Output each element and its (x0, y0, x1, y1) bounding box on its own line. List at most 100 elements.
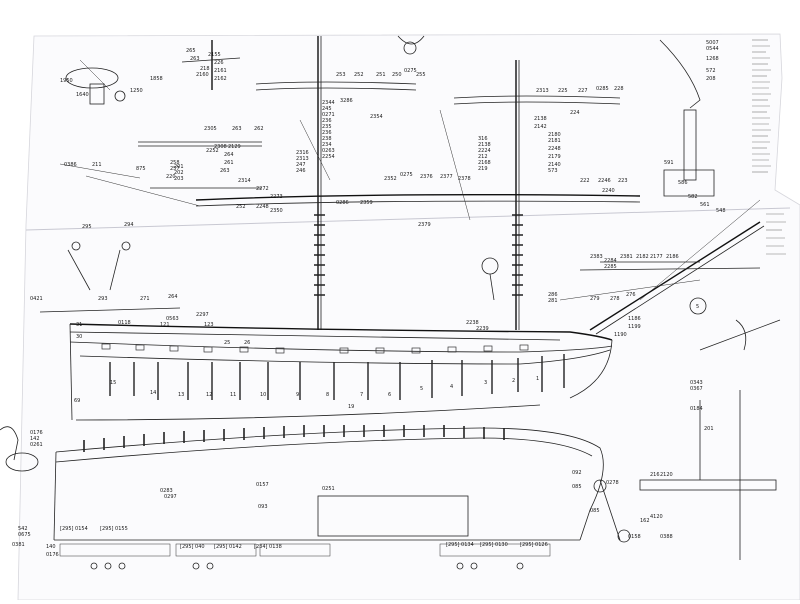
part-label-mid-center-cluster: 236 (322, 130, 332, 136)
part-label-left-side: 211 (92, 162, 102, 168)
part-label-bowsprit-area: 2182 (636, 254, 649, 260)
part-label-upper-mast-right: 225 (558, 88, 568, 94)
part-label-lower-yard-left: 2350 (270, 208, 283, 214)
part-label-mid-left-yard: 262 (254, 126, 264, 132)
part-label-mid-center-left: 246 (296, 168, 306, 174)
part-label-top-left: 1950 (60, 78, 73, 84)
part-label-bowsprit-area: 2177 (650, 254, 663, 260)
paper-sheet (17, 33, 800, 601)
part-label-left-side: 0421 (30, 296, 43, 302)
part-label-upper-mast-center: 250 (392, 72, 402, 78)
part-label-hull-lower: 13 (178, 392, 184, 398)
part-label-upper-mast-right: 227 (578, 88, 588, 94)
part-label-upper-mast-right: 2313 (536, 88, 549, 94)
part-label-upper-right-small: 2284 (604, 258, 617, 264)
part-label-mid-left-yard: 257 (170, 166, 180, 172)
part-label-upper-far-right: 572 (706, 68, 716, 74)
part-label-upper-far-right: 208 (706, 76, 716, 82)
part-label-bottom-row: 0176 (46, 552, 59, 558)
part-label-lower-yard-center: 0275 (400, 172, 413, 178)
paper-fold (25, 207, 791, 231)
part-label-hull-upper: 2297 (196, 312, 209, 318)
part-label-mid-right-cluster: 2140 (548, 162, 561, 168)
part-label-lower-yard-right: 223 (618, 178, 628, 184)
part-label-hull-lower: 8 (326, 392, 329, 398)
part-label-lower-yard-center: 2352 (384, 176, 397, 182)
part-label-lower-yard-left: 2272 (256, 186, 269, 192)
right-text-column (752, 39, 786, 255)
part-label-mid-right-cluster: 2180 (548, 132, 561, 138)
part-label-bowsprit-area: 2381 (620, 254, 633, 260)
part-label-mid-right-cluster: 2168 (478, 160, 491, 166)
part-label-upper-mast-right: 228 (614, 86, 624, 92)
part-label-mid-center-cluster: 238 (322, 136, 332, 142)
part-label-left-side: 875 (136, 166, 146, 172)
upper-hull (69, 323, 613, 421)
part-label-detail-marker: 5 (696, 304, 699, 310)
part-label-upper-right-small: 548 (716, 208, 726, 214)
part-label-mid-center-cluster: 234 (322, 142, 332, 148)
part-label-mid-center-cluster: 235 (322, 124, 332, 130)
part-label-lower-yard-left: 2314 (238, 178, 251, 184)
part-label-left-side: 201 (174, 164, 184, 170)
part-label-left-side: 295 (82, 224, 92, 230)
part-label-bottom-row: [295] 0154 (60, 526, 88, 532)
part-label-hull-lower: 19 (348, 404, 354, 410)
part-label-lower-yard-center: 2377 (440, 174, 453, 180)
part-label-hull-upper: 2238 (466, 320, 479, 326)
part-label-bottom-right: 0343 (690, 380, 703, 386)
part-label-bottom-row: 0381 (12, 542, 25, 548)
part-label-mid-center-cluster: 2344 (322, 100, 335, 106)
part-label-hull-upper: 26 (244, 340, 250, 346)
part-label-mid-right-cluster: 2248 (548, 146, 561, 152)
part-label-mid-left-yard: 2308 (214, 144, 227, 150)
part-label-hull-upper: 0563 (166, 316, 179, 322)
part-label-keel-area: 0297 (164, 494, 177, 500)
part-label-upper-mast-left: 2155 (208, 52, 221, 58)
part-label-upper-mast-center: 0275 (404, 68, 417, 74)
part-label-hull-upper: 0118 (118, 320, 131, 326)
part-label-lower-yard-right: 2240 (602, 188, 615, 194)
part-label-upper-mast-left: 265 (186, 48, 196, 54)
part-label-upper-mast-center: 253 (336, 72, 346, 78)
part-label-mid-left-yard: 263 (232, 126, 242, 132)
part-label-mid-right-cluster: 2179 (548, 154, 561, 160)
part-label-bottom-right: 162 (640, 518, 650, 524)
part-label-mid-center-cluster: 236 (322, 118, 332, 124)
part-label-upper-mast-center: 252 (354, 72, 364, 78)
part-label-hull-lower: 9 (296, 392, 299, 398)
part-label-bowsprit-area: 1186 (628, 316, 641, 322)
part-label-bottom-right: 092 (572, 470, 582, 476)
part-label-mid-right-cluster: 219 (478, 166, 488, 172)
part-label-left-side: 271 (140, 296, 150, 302)
part-label-upper-mast-right: 224 (570, 110, 580, 116)
part-label-hull-lower: 11 (230, 392, 236, 398)
part-label-bottom-right: 0367 (690, 386, 703, 392)
part-label-hull-lower: 15 (110, 380, 116, 386)
bowsprit (559, 221, 765, 335)
part-label-bowsprit-area: 279 (590, 296, 600, 302)
part-label-keel-area: 0251 (322, 486, 335, 492)
part-label-mid-left-yard: 258 (170, 160, 180, 166)
part-label-mid-right-cluster: 316 (478, 136, 488, 142)
part-label-upper-mast-left: 263 (190, 56, 200, 62)
part-label-hull-upper: 123 (204, 322, 214, 328)
part-label-hull-lower: 10 (260, 392, 266, 398)
part-label-hull-upper: 121 (160, 322, 170, 328)
part-label-lower-yard-center: 2359 (360, 200, 373, 206)
part-label-hull-upper: 30 (76, 334, 82, 340)
part-label-left-side: 203 (174, 176, 184, 182)
part-label-keel-area: 0157 (256, 482, 269, 488)
part-label-bottom-right: 085 (572, 484, 582, 490)
part-label-hull-bottom-left: 0261 (30, 442, 43, 448)
part-label-bottom-right: 201 (704, 426, 714, 432)
part-label-mid-center-cluster: 0271 (322, 112, 335, 118)
part-label-mid-right-cluster: 2138 (478, 142, 491, 148)
part-label-mid-left-yard: 2129 (228, 144, 241, 150)
part-label-top-left: 1250 (130, 88, 143, 94)
part-label-left-side: 294 (124, 222, 134, 228)
part-label-bowsprit-area: 2383 (590, 254, 603, 260)
part-label-hull-lower: 14 (150, 390, 156, 396)
part-label-bottom-right: 216 (650, 472, 660, 478)
